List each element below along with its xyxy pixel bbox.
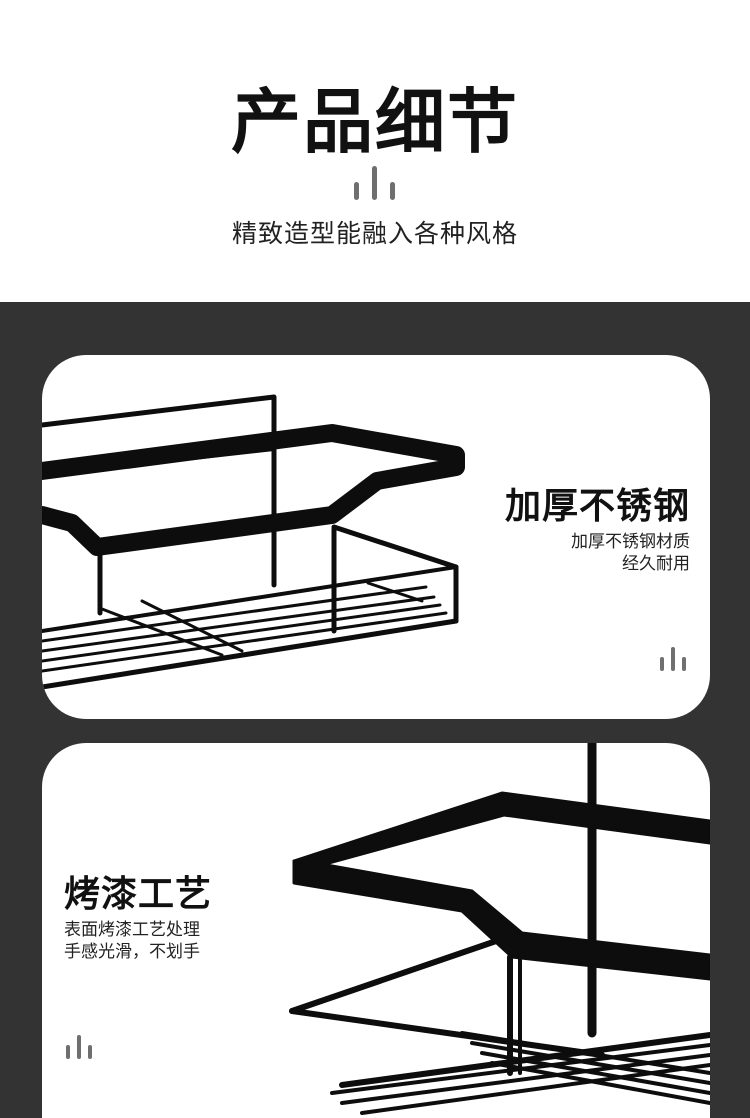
feature-description-line: 加厚不锈钢材质 bbox=[571, 532, 690, 552]
feature-card-baking-paint: 烤漆工艺 表面烤漆工艺处理 手感光滑，不划手 bbox=[42, 743, 710, 1118]
page-subtitle: 精致造型能融入各种风格 bbox=[231, 219, 518, 248]
feature-description-line: 表面烤漆工艺处理 bbox=[64, 920, 200, 940]
page-title: 产品细节 bbox=[231, 81, 519, 163]
feature-heading: 加厚不锈钢 bbox=[504, 486, 690, 527]
wire-rack-closeup-image bbox=[289, 743, 710, 1115]
feature-heading: 烤漆工艺 bbox=[64, 874, 213, 915]
feature-card-thick-steel: 加厚不锈钢 加厚不锈钢材质 经久耐用 bbox=[42, 355, 710, 719]
bars-icon bbox=[66, 1035, 92, 1059]
header-section: 产品细节 精致造型能融入各种风格 bbox=[0, 0, 750, 302]
bars-icon bbox=[354, 166, 395, 200]
feature-description: 表面烤漆工艺处理 手感光滑，不划手 bbox=[64, 919, 200, 963]
feature-description-line: 经久耐用 bbox=[622, 554, 690, 574]
wire-rack-image bbox=[42, 394, 465, 690]
feature-description: 加厚不锈钢材质 经久耐用 bbox=[571, 531, 690, 575]
feature-description-line: 手感光滑，不划手 bbox=[64, 942, 200, 962]
bars-icon bbox=[660, 647, 686, 671]
